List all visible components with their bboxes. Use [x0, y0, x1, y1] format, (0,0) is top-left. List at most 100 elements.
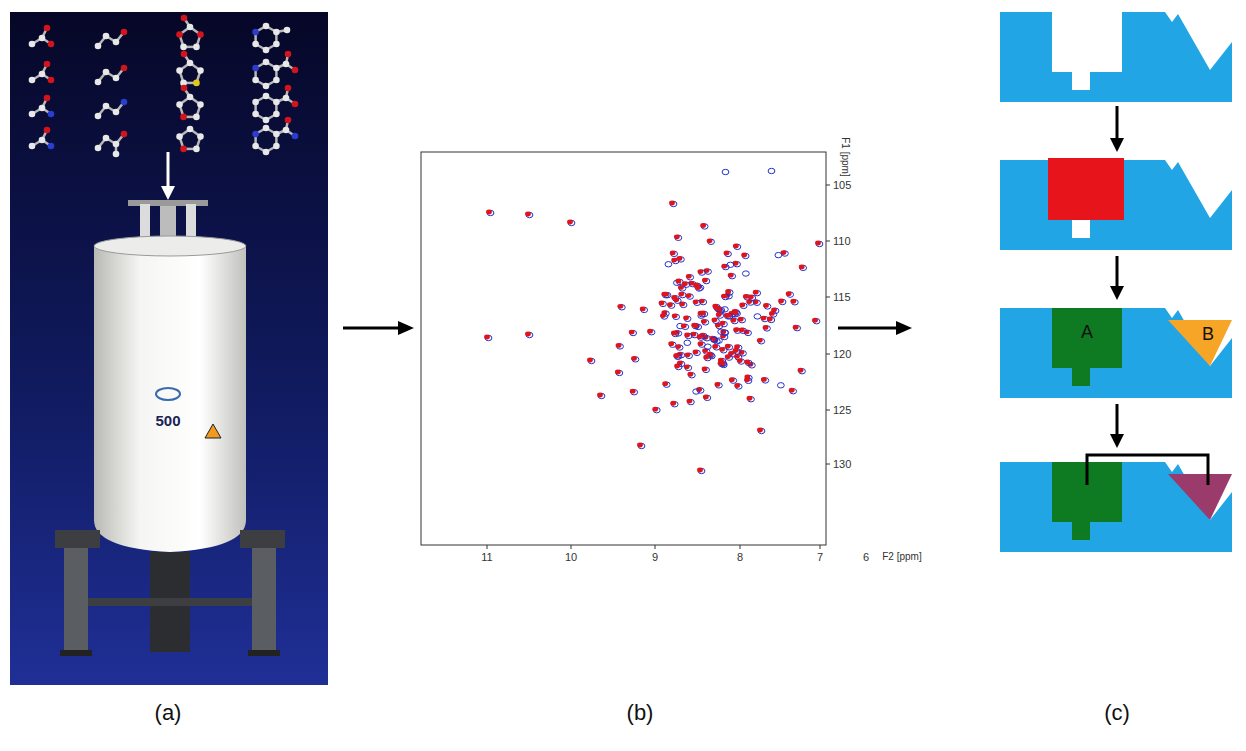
peak-contour — [708, 239, 715, 244]
peak-contour — [722, 169, 729, 174]
peak-contour — [588, 358, 595, 363]
peak-contour — [742, 271, 749, 276]
peak-contour — [696, 286, 703, 291]
magnet-model: 500 — [155, 413, 180, 428]
peak-contour — [713, 345, 720, 350]
peak-contour — [747, 396, 753, 401]
atom-ball — [283, 127, 290, 134]
peak-contour — [672, 313, 678, 318]
atom-ball — [113, 109, 120, 116]
atom-ball — [187, 94, 194, 101]
peak-contour — [758, 428, 765, 433]
peak-contour — [717, 313, 724, 318]
peak-contour — [671, 251, 678, 256]
atom-ball — [263, 47, 270, 54]
atom-ball — [181, 85, 188, 92]
peak-contour — [687, 275, 694, 280]
peak-contour — [699, 270, 706, 275]
peak-contour — [693, 349, 699, 354]
molecule-model — [95, 99, 128, 120]
peak-contour — [763, 303, 769, 308]
peak-contour — [761, 377, 767, 382]
peak-contour — [719, 360, 725, 365]
peak-contour — [739, 327, 745, 332]
peak-contour — [660, 301, 667, 306]
peak-contour — [777, 383, 784, 388]
peak-contour — [676, 345, 683, 350]
atom-ball — [273, 29, 280, 36]
atom-ball — [292, 133, 299, 140]
atom-ball — [95, 145, 102, 152]
peak-contour — [684, 316, 691, 321]
peak-contour — [775, 252, 782, 257]
peak-contour — [799, 369, 806, 374]
atom-ball — [285, 85, 292, 92]
peak-contour — [662, 381, 668, 386]
peak-contour — [816, 241, 823, 246]
peak-contour — [728, 273, 734, 278]
peak-contour — [767, 317, 773, 322]
peak-contour — [686, 353, 693, 358]
peak-contour — [727, 262, 734, 267]
atom-ball — [180, 44, 187, 51]
peak-contour — [685, 365, 692, 370]
peak-contour — [744, 377, 750, 382]
atom-ball — [44, 127, 51, 134]
peak-contour — [597, 393, 603, 398]
peak-contour — [615, 370, 621, 375]
peak-contour — [800, 265, 807, 270]
peak-contour — [729, 377, 735, 382]
peak-contour — [704, 355, 711, 360]
peak-contour — [726, 314, 733, 319]
spectrum-frame — [421, 152, 826, 545]
peak-contour — [726, 345, 733, 350]
peak-contour — [725, 313, 731, 318]
peak-contour — [734, 311, 741, 316]
peak-contour — [485, 335, 492, 340]
peak-contour — [675, 364, 682, 369]
peak-contour — [730, 378, 737, 383]
atom-ball — [48, 143, 55, 150]
atom-ball — [193, 80, 200, 87]
peak-contour — [738, 359, 745, 364]
peak-contour — [587, 358, 593, 363]
peak-contour — [687, 294, 694, 299]
atom-ball — [48, 111, 55, 118]
peak-contour — [757, 338, 763, 343]
atom-ball — [197, 31, 204, 38]
atom-ball — [103, 135, 110, 142]
atom-ball — [181, 15, 188, 22]
peak-contour — [745, 378, 752, 383]
atom-ball — [263, 83, 270, 90]
peak-contour — [525, 332, 531, 337]
peak-contour — [733, 310, 739, 315]
atom-ball — [273, 143, 280, 150]
peak-contour — [637, 443, 643, 448]
atom-ball — [263, 117, 270, 124]
peak-contour — [763, 325, 769, 330]
atom-ball — [180, 114, 187, 121]
peak-contour — [698, 335, 705, 340]
peak-contour — [813, 319, 820, 324]
atom-ball — [113, 39, 120, 46]
peak-contour — [734, 383, 740, 388]
peak-contour — [640, 307, 646, 312]
peak-contour — [661, 314, 668, 319]
peak-contour — [652, 407, 658, 412]
peak-contour — [672, 331, 679, 336]
peak-contour — [687, 399, 694, 404]
molecule-model — [29, 95, 55, 118]
peak-contour — [685, 352, 691, 357]
peak-contour — [726, 355, 733, 360]
peak-contour — [754, 314, 761, 319]
axis-tick: 115 — [833, 292, 851, 303]
peak-contour — [631, 356, 637, 361]
peak-contour — [762, 378, 769, 383]
peak-contour — [691, 323, 697, 328]
peak-contour — [733, 327, 739, 332]
peak-contour — [686, 399, 692, 404]
molecule-model — [252, 117, 298, 156]
peak-contour — [674, 298, 681, 303]
node-outline — [1168, 320, 1232, 366]
axis-tick: 105 — [833, 180, 851, 191]
